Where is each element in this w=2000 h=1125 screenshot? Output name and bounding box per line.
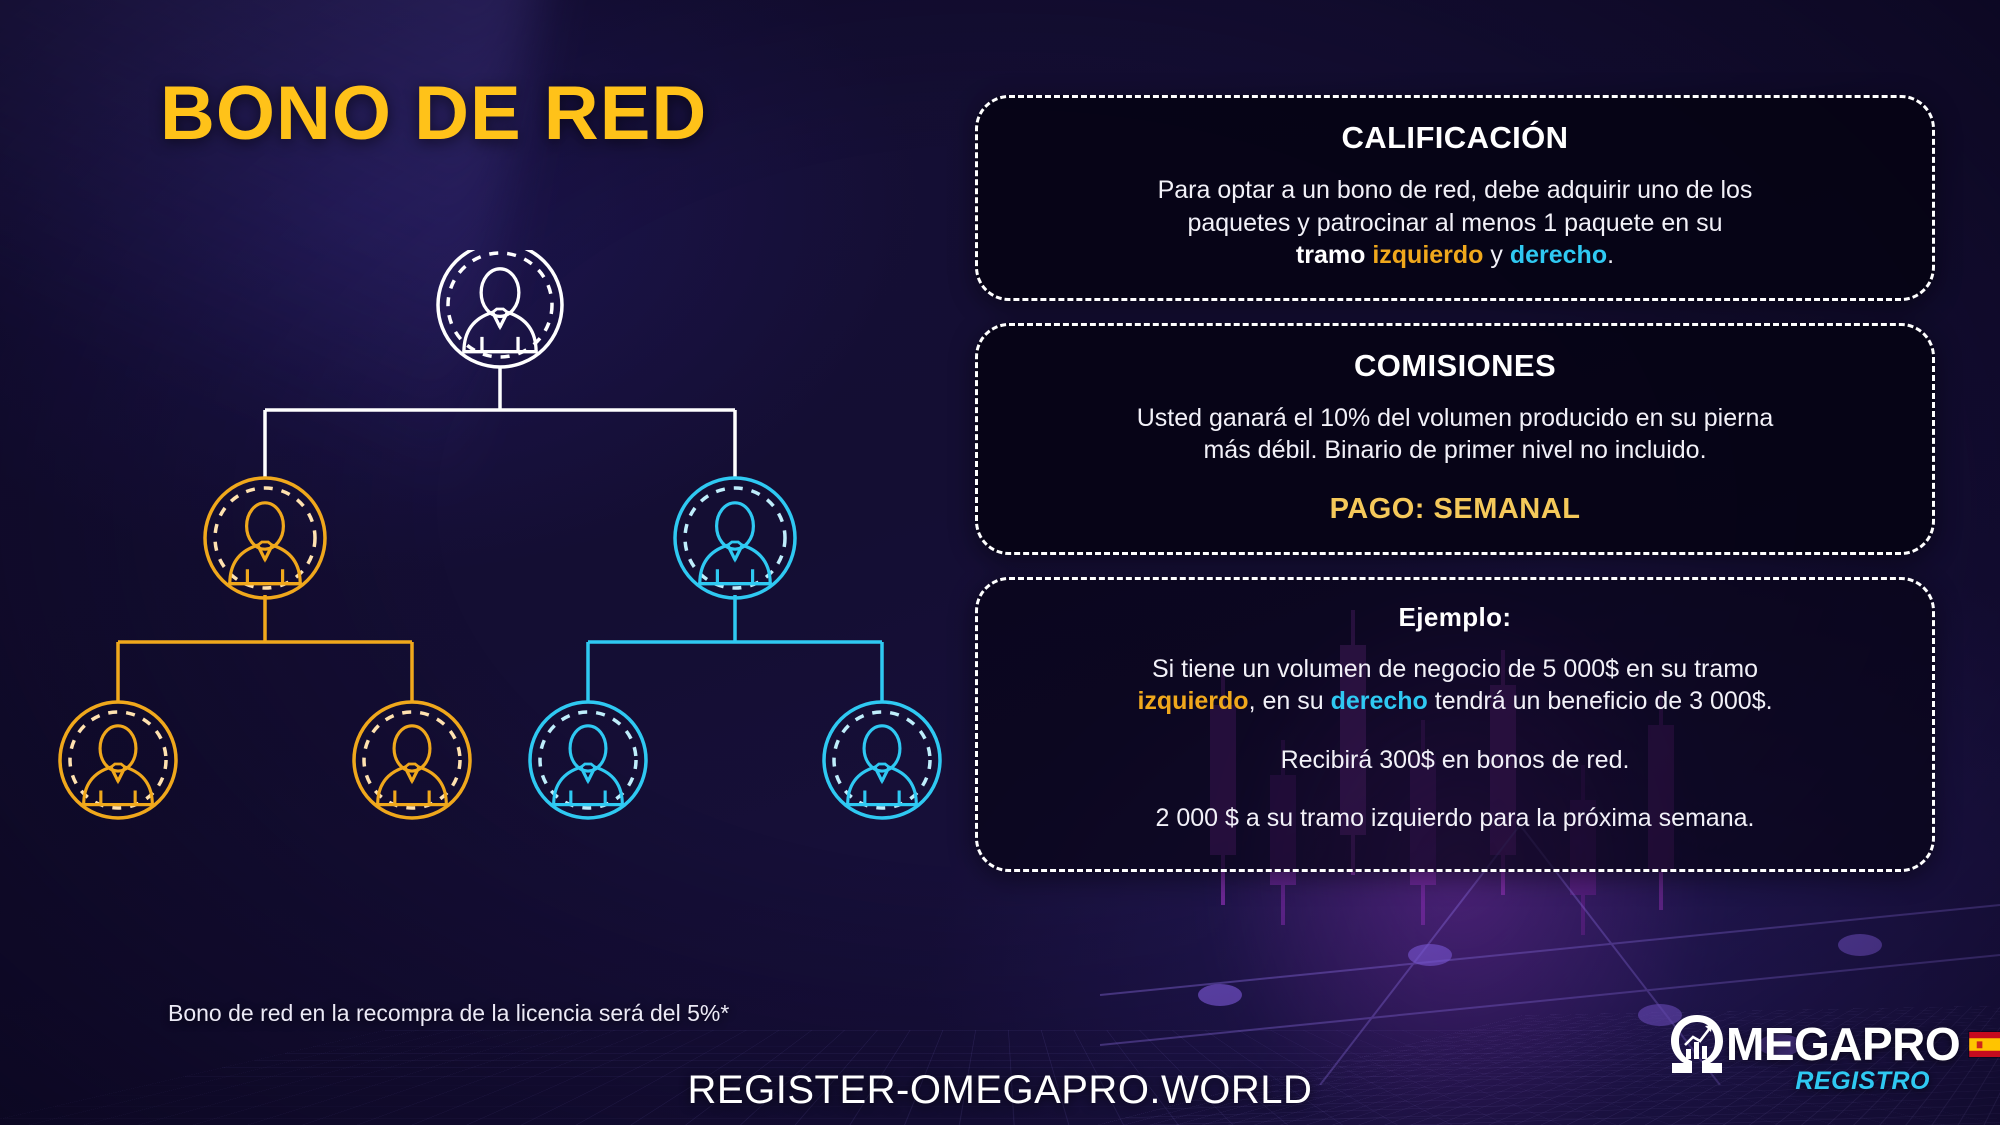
page-title: BONO DE RED: [160, 70, 707, 157]
omega-chart-icon: [1662, 1011, 1732, 1077]
tree-node-left-child-2: [354, 702, 470, 818]
ejemplo-paragraph-2: Recibirá 300$ en bonos de red.: [1012, 744, 1898, 777]
pago-badge: PAGO: SEMANAL: [1012, 493, 1898, 526]
connector-left-leg: [118, 595, 412, 702]
panel-calificacion-body: Para optar a un bono de red, debe adquir…: [1012, 174, 1898, 272]
omegapro-logo: MEGAPRO REGISTRO: [1662, 1013, 1982, 1113]
ejemplo-left-keyword: izquierdo: [1137, 687, 1248, 715]
calificacion-tramo-label: tramo: [1296, 241, 1372, 269]
ejemplo-paragraph-1: Si tiene un volumen de negocio de 5 000$…: [1012, 653, 1898, 718]
ejemplo-p1-part-a: Si tiene un volumen de negocio de 5 000$…: [1152, 655, 1758, 683]
info-panels: CALIFICACIÓN Para optar a un bono de red…: [975, 95, 1935, 872]
tree-node-left-child-1: [60, 702, 176, 818]
panel-comisiones-body: Usted ganará el 10% del volumen producid…: [1012, 402, 1898, 467]
ejemplo-p1-part-b: , en su: [1249, 687, 1331, 715]
tree-node-right-leg: [675, 478, 795, 598]
panel-calificacion-title: CALIFICACIÓN: [1012, 120, 1898, 156]
calificacion-left-keyword: izquierdo: [1372, 241, 1483, 269]
tree-node-root: [438, 250, 562, 367]
calificacion-right-keyword: derecho: [1510, 241, 1607, 269]
logo-wordmark: MEGAPRO: [1726, 1021, 1960, 1067]
binary-tree-diagram: [0, 250, 950, 950]
panel-ejemplo: Ejemplo: Si tiene un volumen de negocio …: [975, 577, 1935, 872]
connector-root: [265, 368, 735, 478]
ejemplo-right-keyword: derecho: [1331, 687, 1428, 715]
calificacion-line-2: paquetes y patrocinar al menos 1 paquete…: [1187, 209, 1722, 237]
panel-calificacion: CALIFICACIÓN Para optar a un bono de red…: [975, 95, 1935, 301]
ejemplo-p1-part-c: tendrá un beneficio de 3 000$.: [1428, 687, 1773, 715]
comisiones-line-1: Usted ganará el 10% del volumen producid…: [1137, 404, 1774, 432]
ejemplo-paragraph-3: 2 000 $ a su tramo izquierdo para la pró…: [1012, 802, 1898, 835]
calificacion-conjunction: y: [1483, 241, 1509, 269]
connector-right-leg: [588, 595, 882, 702]
tree-node-right-child-2: [824, 702, 940, 818]
panel-comisiones-title: COMISIONES: [1012, 348, 1898, 384]
panel-ejemplo-title: Ejemplo:: [1012, 602, 1898, 633]
panel-comisiones: COMISIONES Usted ganará el 10% del volum…: [975, 323, 1935, 555]
tree-node-right-child-1: [530, 702, 646, 818]
footnote-text: Bono de red en la recompra de la licenci…: [168, 1000, 729, 1027]
spain-flag-icon: [1968, 1031, 2000, 1058]
comisiones-line-2: más débil. Binario de primer nivel no in…: [1203, 436, 1706, 464]
calificacion-line-1: Para optar a un bono de red, debe adquir…: [1158, 176, 1753, 204]
calificacion-period: .: [1607, 241, 1614, 269]
tree-node-left-leg: [205, 478, 325, 598]
